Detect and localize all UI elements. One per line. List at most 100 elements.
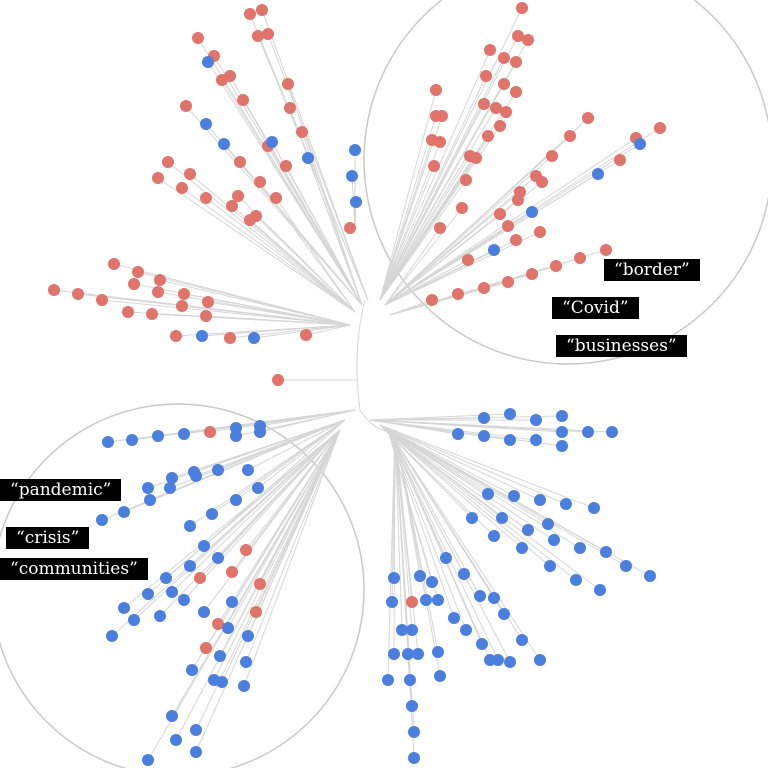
- node-blue: [412, 648, 424, 660]
- node-red: [270, 192, 282, 204]
- node-red: [406, 596, 418, 608]
- branch-line: [387, 429, 491, 661]
- node-blue: [206, 508, 218, 520]
- node-blue: [214, 650, 226, 662]
- branch-line: [379, 83, 505, 301]
- branch-line: [379, 7, 523, 301]
- node-blue: [504, 434, 516, 446]
- node-red: [250, 606, 262, 618]
- node-red: [510, 86, 522, 98]
- branch-line: [379, 424, 567, 505]
- node-red: [502, 220, 514, 232]
- node-blue: [498, 608, 510, 620]
- branch-line: [369, 415, 563, 421]
- node-blue: [198, 540, 210, 552]
- branch-line: [243, 429, 341, 687]
- node-blue: [198, 606, 210, 618]
- branch-line: [181, 187, 356, 313]
- node-blue: [460, 624, 472, 636]
- node-blue: [230, 494, 242, 506]
- node-blue: [196, 330, 208, 342]
- branch-line: [305, 324, 351, 336]
- branch-line: [384, 249, 495, 306]
- node-blue: [128, 614, 140, 626]
- branch-line: [387, 429, 455, 619]
- branch-line: [205, 197, 356, 313]
- node-red: [654, 122, 666, 134]
- branch-line: [149, 419, 346, 501]
- node-blue: [440, 552, 452, 564]
- branch-line: [167, 161, 356, 313]
- branch-line: [379, 139, 433, 301]
- node-blue: [516, 542, 528, 554]
- node-red: [200, 642, 212, 654]
- branch-line: [175, 439, 336, 741]
- branch-line: [379, 89, 437, 301]
- node-red: [146, 308, 158, 320]
- node-blue: [386, 596, 398, 608]
- node-blue: [388, 648, 400, 660]
- node-red: [344, 222, 356, 234]
- branch-line: [379, 49, 491, 301]
- node-blue: [548, 534, 560, 546]
- branch-line: [307, 157, 363, 306]
- node-blue: [426, 576, 438, 588]
- node-red: [482, 130, 494, 142]
- branch-line: [384, 207, 463, 306]
- node-red: [522, 34, 534, 46]
- node-red: [480, 70, 492, 82]
- branch-line: [394, 429, 419, 655]
- node-blue: [620, 560, 632, 572]
- node-blue: [634, 138, 646, 150]
- node-red: [252, 30, 264, 42]
- branch-line: [394, 429, 441, 677]
- node-red: [582, 112, 594, 124]
- node-red: [48, 284, 60, 296]
- label-communities: “communities”: [0, 558, 148, 580]
- node-blue: [402, 648, 414, 660]
- node-blue: [478, 430, 490, 442]
- branch-line: [147, 429, 341, 595]
- node-blue: [432, 594, 444, 606]
- node-red: [502, 276, 514, 288]
- node-blue: [466, 512, 478, 524]
- node-red: [614, 154, 626, 166]
- node-red: [154, 274, 166, 286]
- node-red: [152, 172, 164, 184]
- node-blue: [434, 670, 446, 682]
- node-red: [122, 306, 134, 318]
- branch-line: [111, 429, 341, 637]
- node-blue: [534, 654, 546, 666]
- branch-line: [379, 103, 485, 301]
- branch-line: [191, 429, 341, 671]
- highlight-circle-bottom-left: [0, 403, 365, 768]
- node-blue: [382, 674, 394, 686]
- branch-line: [193, 419, 346, 473]
- branch-line: [393, 429, 396, 655]
- node-blue: [154, 610, 166, 622]
- node-blue: [544, 560, 556, 572]
- node-blue: [406, 700, 418, 712]
- node-blue: [570, 574, 582, 586]
- node-red: [484, 44, 496, 56]
- branch-line: [379, 57, 505, 301]
- node-blue: [226, 596, 238, 608]
- label-businesses: “businesses”: [556, 335, 687, 357]
- node-red: [462, 254, 474, 266]
- node-red: [436, 110, 448, 122]
- node-red: [244, 8, 256, 20]
- node-blue: [186, 664, 198, 676]
- node-red: [282, 78, 294, 90]
- node-blue: [266, 136, 278, 148]
- node-red: [200, 192, 212, 204]
- node-blue: [534, 494, 546, 506]
- node-red: [212, 618, 224, 630]
- label-crisis: “crisis”: [6, 527, 90, 549]
- branch-line: [384, 127, 661, 306]
- node-red: [226, 200, 238, 212]
- branch-line: [259, 409, 356, 433]
- node-blue: [388, 572, 400, 584]
- node-red: [478, 98, 490, 110]
- branch-line: [205, 315, 351, 326]
- node-blue: [526, 206, 538, 218]
